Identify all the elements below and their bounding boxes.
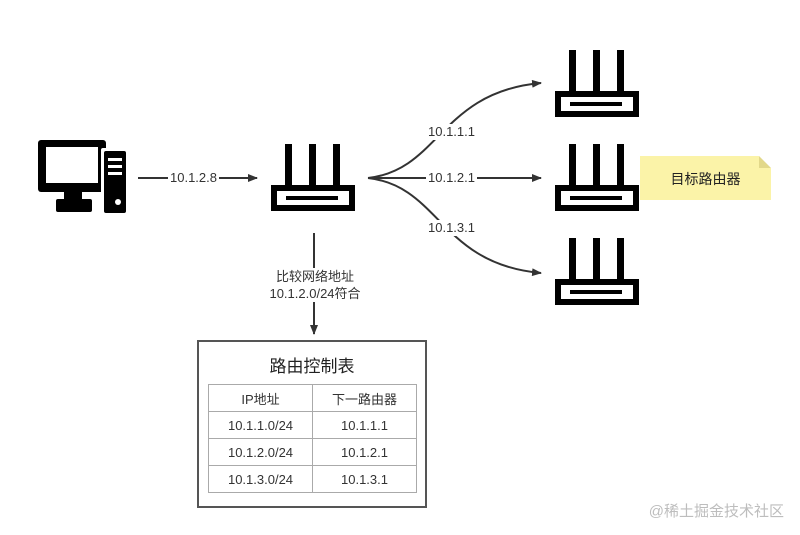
routing-table-title: 路由控制表 bbox=[269, 357, 355, 376]
computer-icon bbox=[38, 140, 129, 216]
header-ip-address: IP地址 bbox=[208, 384, 313, 412]
table-cell-next-hop: 10.1.2.1 bbox=[312, 438, 417, 466]
routing-table-box: 路由控制表 IP地址 下一路由器 10.1.1.0/24 10.1.1.1 10… bbox=[197, 340, 427, 508]
match-check-label: 比较网络地址 10.1.2.0/24符合 bbox=[250, 268, 380, 302]
note-fold-corner bbox=[759, 156, 771, 168]
match-check-line-1: 比较网络地址 bbox=[275, 269, 354, 284]
router-icon-1 bbox=[558, 50, 636, 114]
target-router-note: 目标路由器 bbox=[640, 156, 771, 200]
match-check-line-2: 10.1.2.0/24符合 bbox=[269, 286, 361, 301]
router-icon-source bbox=[274, 144, 352, 208]
table-cell-network: 10.1.3.0/24 bbox=[208, 465, 313, 493]
table-row: 10.1.3.0/24 10.1.3.1 bbox=[208, 465, 417, 493]
watermark: @稀土掘金技术社区 bbox=[648, 503, 784, 520]
edge-label-pc-to-router: 10.1.2.8 bbox=[168, 170, 219, 186]
table-row: 10.1.1.0/24 10.1.1.1 bbox=[208, 411, 417, 439]
edge-label-router-3: 10.1.3.1 bbox=[426, 220, 477, 236]
router-icon-2 bbox=[558, 144, 636, 208]
table-row: 10.1.2.0/24 10.1.2.1 bbox=[208, 438, 417, 466]
router-icon-3 bbox=[558, 238, 636, 302]
table-cell-network: 10.1.1.0/24 bbox=[208, 411, 313, 439]
table-cell-next-hop: 10.1.1.1 bbox=[312, 411, 417, 439]
target-router-note-text: 目标路由器 bbox=[670, 171, 741, 187]
table-cell-next-hop: 10.1.3.1 bbox=[312, 465, 417, 493]
header-next-router: 下一路由器 bbox=[312, 384, 417, 412]
table-cell-network: 10.1.2.0/24 bbox=[208, 438, 313, 466]
routing-table: IP地址 下一路由器 10.1.1.0/24 10.1.1.1 10.1.2.0… bbox=[208, 384, 417, 493]
edge-label-router-1: 10.1.1.1 bbox=[426, 124, 477, 140]
edge-label-router-2: 10.1.2.1 bbox=[426, 170, 477, 186]
table-header-row: IP地址 下一路由器 bbox=[208, 384, 417, 412]
